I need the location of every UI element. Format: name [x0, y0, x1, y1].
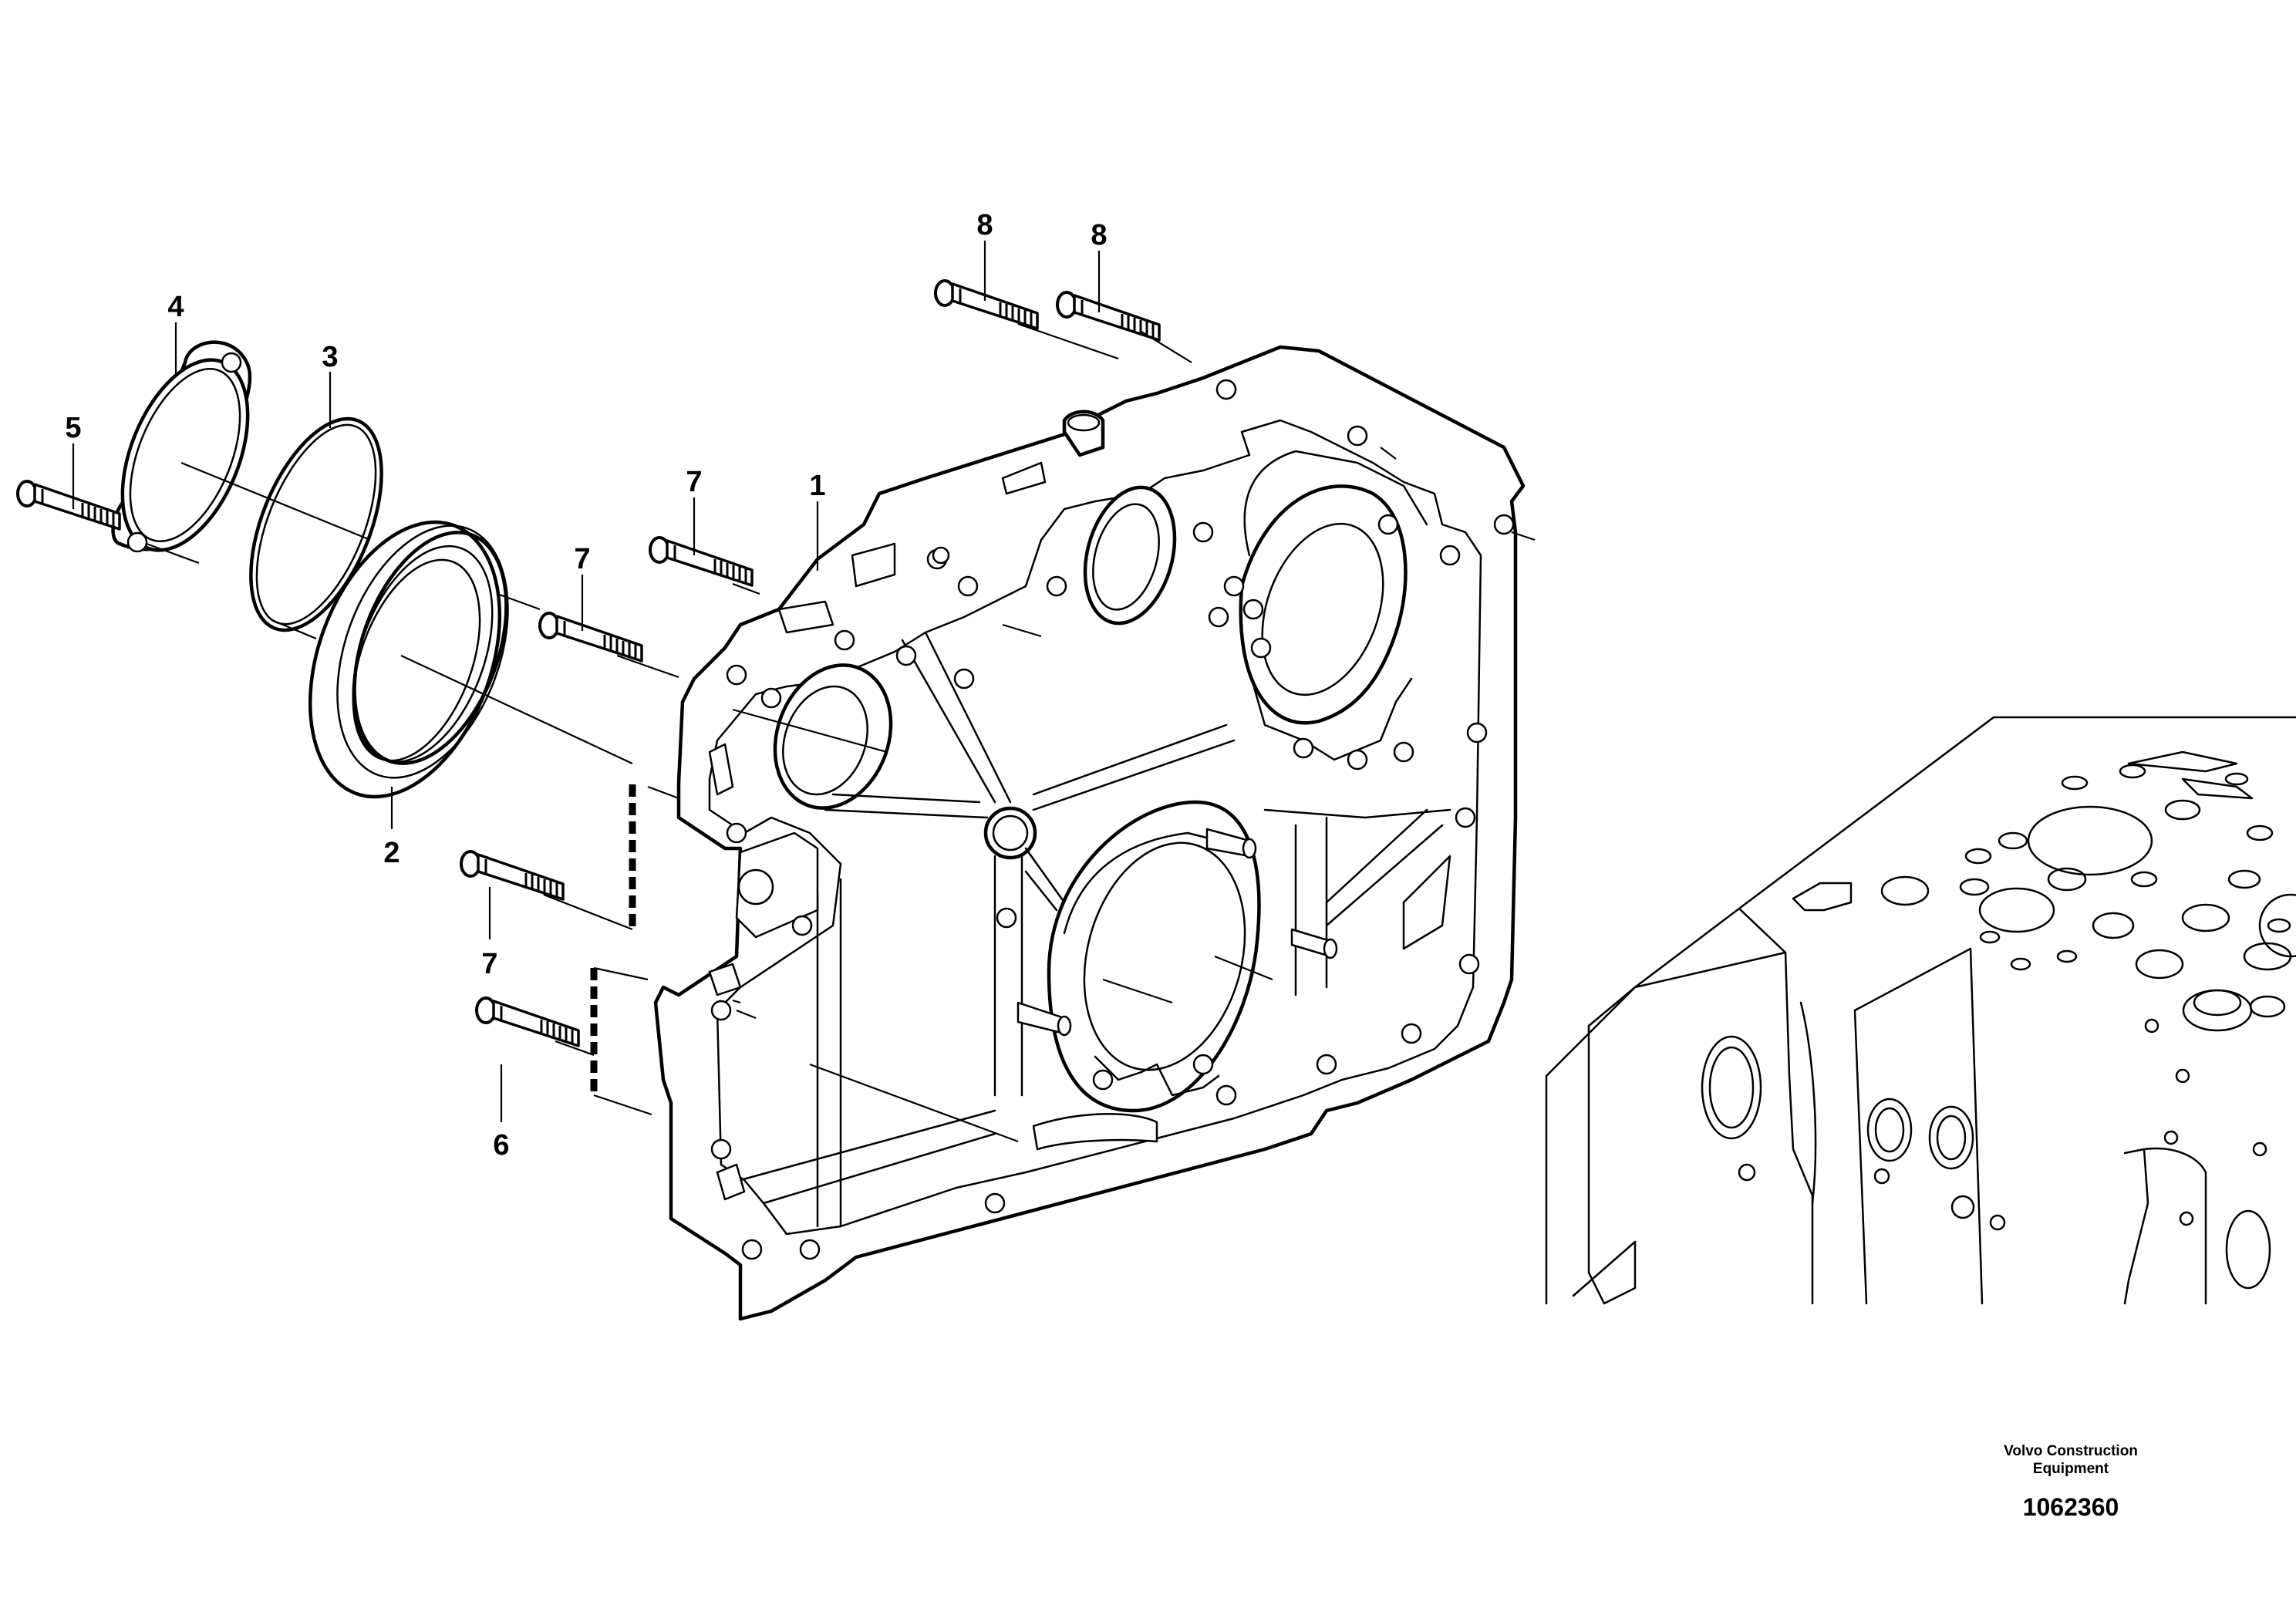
timing-gear-cover — [653, 345, 1526, 1321]
dashed-markers — [590, 784, 652, 1116]
bolt-6 — [475, 996, 580, 1047]
credit-company-line1: Volvo Construction — [2004, 1443, 2138, 1459]
illustration-number: 1062360 — [2022, 1493, 2119, 1521]
credit-company-line2: Equipment — [2032, 1461, 2109, 1477]
bolt-5 — [16, 480, 121, 531]
credit-block: Volvo Construction Equipment 1062360 — [1932, 1442, 2210, 1522]
callout-1: 1 — [809, 470, 825, 502]
callout-labels: 1 2 3 4 5 6 7 7 7 8 8 — [65, 209, 1107, 1162]
bolt-7-middle — [538, 612, 643, 663]
callout-7-lower: 7 — [481, 948, 497, 980]
callout-8-right: 8 — [1091, 219, 1107, 251]
callout-7-upper: 7 — [686, 466, 702, 498]
bolt-7-upper — [649, 536, 754, 587]
cover-plate — [111, 340, 252, 553]
callout-8-left: 8 — [976, 209, 993, 241]
bolt-holes — [710, 379, 1515, 1260]
callout-6: 6 — [493, 1129, 509, 1162]
bolt-7-lower — [460, 850, 565, 901]
callout-3: 3 — [322, 341, 338, 373]
callout-2: 2 — [383, 837, 400, 869]
callout-4: 4 — [167, 291, 184, 323]
callout-7-middle: 7 — [574, 543, 590, 575]
seal-ring — [308, 520, 509, 799]
stud — [1017, 828, 1338, 1037]
callout-5: 5 — [65, 412, 81, 444]
engine-block — [1545, 716, 2296, 1305]
bolt-8-left — [934, 279, 1039, 330]
alignment-lines — [72, 241, 1536, 1143]
